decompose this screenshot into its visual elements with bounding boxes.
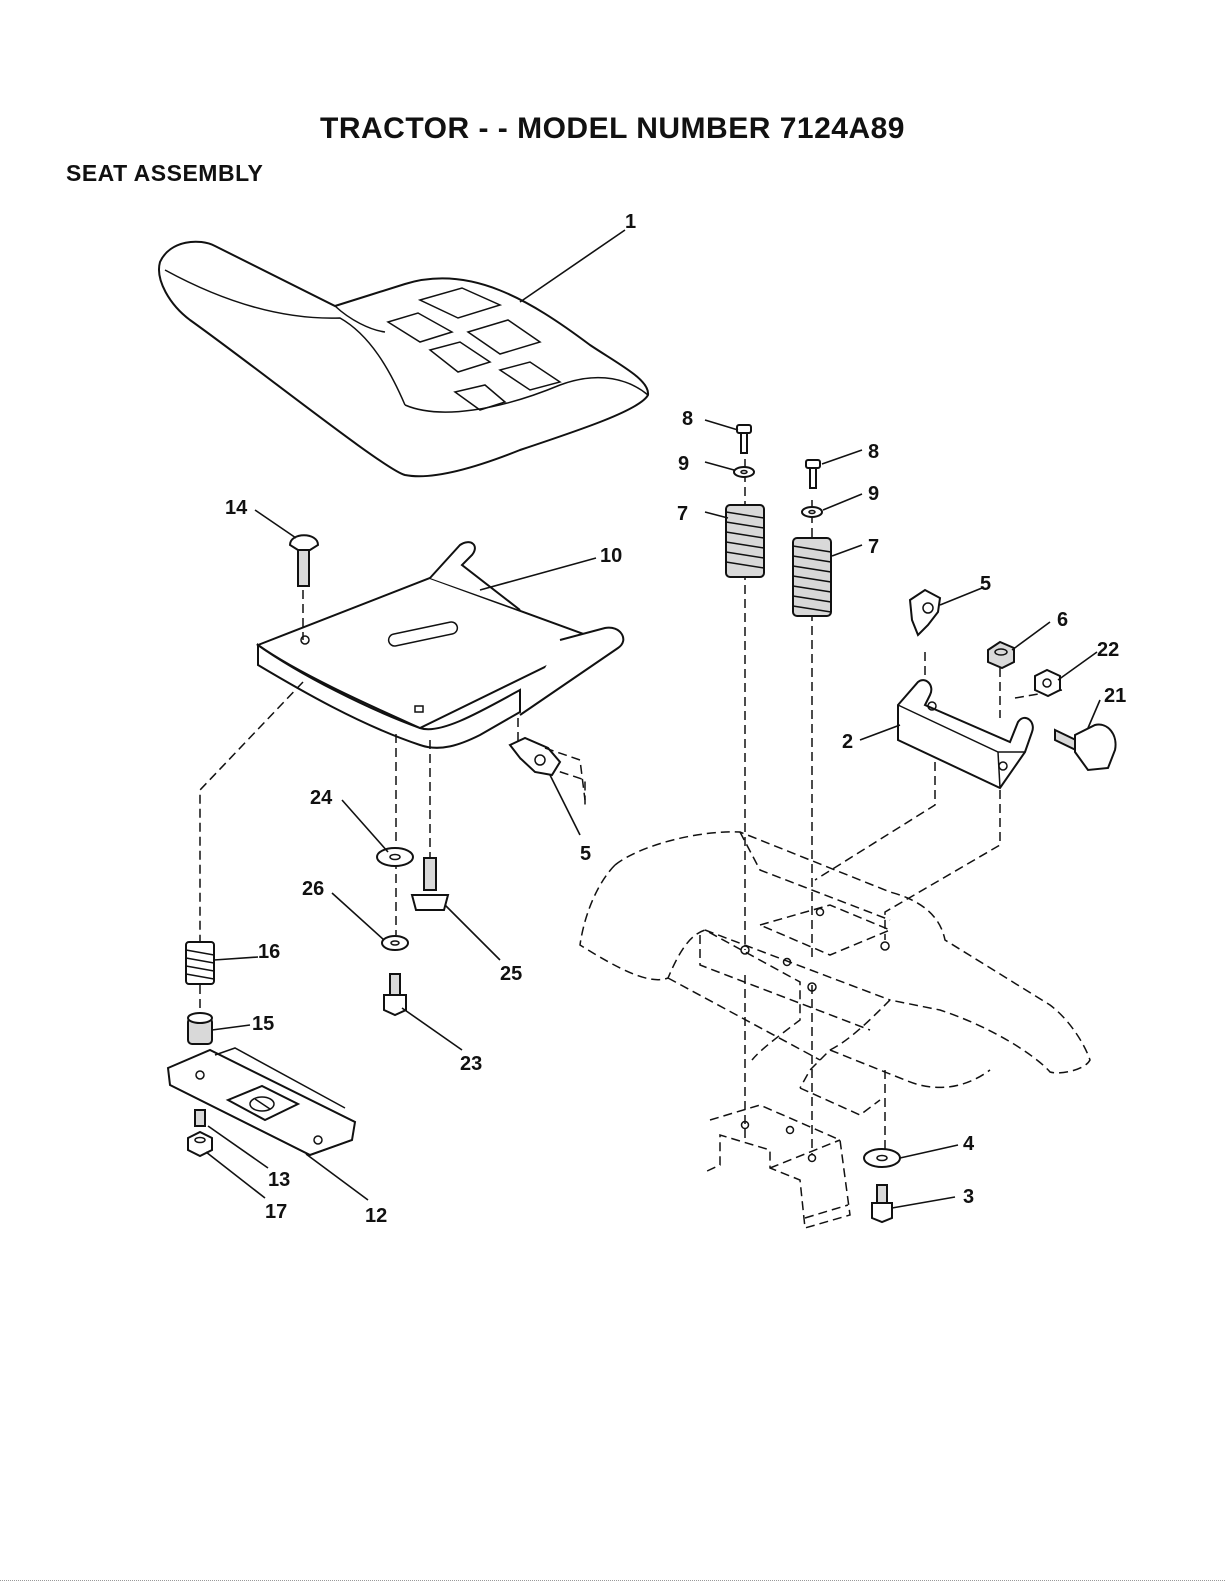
hex-locknut (988, 642, 1014, 668)
label-part-7-right: 7 (868, 536, 879, 558)
shoulder-bolt-right (806, 460, 820, 488)
label-part-16: 16 (258, 941, 280, 963)
label-part-12: 12 (365, 1205, 387, 1227)
label-part-5-upper: 5 (980, 573, 991, 595)
coil-spring (186, 942, 214, 984)
label-part-1: 1 (625, 211, 636, 233)
adjustment-knob-bolt (1055, 725, 1116, 770)
seat-switch-lower (510, 738, 585, 800)
label-part-6: 6 (1057, 609, 1068, 631)
label-part-24: 24 (310, 787, 333, 809)
carriage-bolt-13 (195, 1110, 205, 1126)
washer-left (734, 467, 754, 477)
washer-right (802, 507, 822, 517)
seat-spring-left (726, 505, 764, 577)
label-part-26: 26 (302, 878, 324, 900)
label-part-4: 4 (963, 1133, 975, 1155)
label-part-2: 2 (842, 731, 853, 753)
seat-bracket (898, 680, 1033, 788)
flange-bolt (412, 858, 448, 910)
label-part-5-lower: 5 (580, 843, 591, 865)
bushing (188, 1013, 212, 1044)
label-part-10: 10 (600, 545, 622, 567)
flat-washer-4 (864, 1149, 900, 1167)
label-part-22: 22 (1097, 639, 1119, 661)
tractor-frame-outline (580, 832, 1090, 1228)
label-part-9-left: 9 (678, 453, 689, 475)
seat-spring-right (793, 538, 831, 616)
label-part-17: 17 (265, 1201, 287, 1223)
hex-bolt-3 (872, 1185, 892, 1222)
carriage-bolt-part (290, 535, 318, 586)
label-part-7-left: 7 (677, 503, 688, 525)
seat-pan-part (258, 542, 623, 748)
label-part-8-left: 8 (682, 408, 693, 430)
label-part-9-right: 9 (868, 483, 879, 505)
seat-part (159, 242, 648, 477)
label-part-3: 3 (963, 1186, 974, 1208)
label-part-13: 13 (268, 1169, 290, 1191)
page-bottom-border (0, 1580, 1225, 1581)
label-part-15: 15 (252, 1013, 274, 1035)
locknut-17 (188, 1132, 212, 1156)
label-part-8-right: 8 (868, 441, 879, 463)
label-part-21: 21 (1104, 685, 1126, 707)
label-part-25: 25 (500, 963, 522, 985)
washer-24 (377, 848, 413, 866)
lockwasher (382, 936, 408, 950)
label-part-14: 14 (225, 497, 248, 519)
shoulder-bolt-left (737, 425, 751, 453)
label-part-23: 23 (460, 1053, 482, 1075)
seat-switch-upper (910, 590, 940, 635)
hex-nut (1035, 670, 1060, 696)
